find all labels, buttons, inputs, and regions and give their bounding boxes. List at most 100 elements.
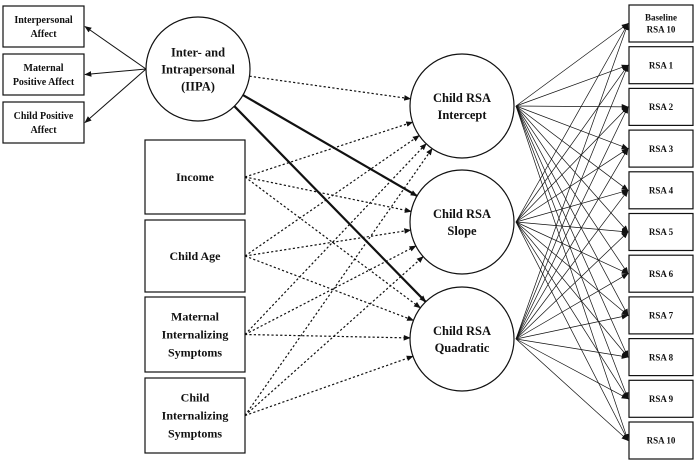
arrow-growth-rsa [515, 148, 629, 223]
indicator-label-line: Maternal [24, 63, 64, 74]
rsa-measure-box: RSA 2 [628, 87, 694, 127]
covariate-label-line: Internalizing [162, 328, 229, 342]
covariate-label-line: Symptoms [168, 427, 222, 441]
rsa-measure-box: RSA 6 [628, 254, 694, 293]
arrow-growth-rsa [515, 221, 629, 316]
dotted-path [244, 148, 433, 416]
rsa-measure-label-line: RSA 2 [649, 102, 674, 112]
rsa-measure-label-line: RSA 10 [647, 25, 676, 35]
arrow-growth-rsa [515, 221, 629, 358]
arrow-growth-rsa [515, 64, 629, 107]
dotted-path [244, 255, 415, 321]
arrow-growth-rsa [515, 105, 629, 358]
arrow-growth-rsa [515, 106, 629, 340]
rsa-measure-label-line: RSA 9 [649, 394, 674, 404]
arrow-growth-rsa [515, 221, 629, 235]
dotted-path [244, 135, 420, 257]
rsa-measure-label-line: RSA 8 [649, 352, 674, 362]
covariate-label-line: Symptoms [168, 346, 222, 360]
arrow-growth-rsa [515, 338, 629, 359]
arrow-growth-rsa [515, 105, 629, 317]
growth-factor-circle: Child RSA Quadratic [409, 286, 515, 392]
arrow-growth-rsa [515, 273, 629, 340]
covariate-box: Income [144, 139, 246, 215]
dotted-path [244, 333, 411, 341]
arrow-growth-rsa [515, 147, 629, 340]
growth-factor-circle: Child RSA Intercept [409, 53, 515, 159]
rsa-measure-box: RSA 1 [628, 46, 694, 85]
rsa-measure-label-line: RSA 6 [649, 269, 674, 279]
covariate-label-line: Child [181, 391, 210, 405]
arrow-growth-rsa [515, 189, 629, 340]
arrow-growth-rsa [515, 221, 629, 442]
arrow-growth-rsa [515, 221, 629, 400]
indicator-label-line: Positive Affect [13, 77, 75, 88]
arrow-growth-rsa [515, 104, 629, 110]
arrow-growth-rsa [515, 313, 629, 340]
latent-factor-label-line: Intrapersonal [161, 62, 235, 76]
arrow-growth-rsa [515, 106, 629, 223]
rsa-measure-label-line: RSA 3 [649, 144, 674, 154]
arrow-growth-rsa [515, 338, 629, 441]
rsa-measure-box: RSA 8 [628, 338, 694, 377]
rsa-measure-box: RSA 10 [628, 421, 694, 460]
rsa-measure-box: RSA 9 [628, 379, 694, 418]
solid-path [242, 94, 418, 197]
covariate-label-line: Child Age [169, 249, 221, 263]
arrow-growth-rsa [515, 105, 629, 275]
arrow-growth-rsa [515, 23, 629, 107]
rsa-measure-box: RSA 4 [628, 171, 694, 210]
solid-path [233, 105, 427, 303]
covariate-label-line: Income [176, 170, 215, 184]
dotted-path [244, 256, 424, 416]
paths-layer [84, 22, 629, 442]
growth-factor-label-line: Intercept [437, 108, 487, 122]
arrow-growth-rsa [515, 105, 629, 233]
arrow-iipa-indicator [84, 68, 147, 123]
covariate-label-line: Internalizing [162, 409, 229, 423]
dotted-path [249, 75, 412, 101]
rsa-measure-box: RSA 3 [628, 129, 694, 168]
growth-factor-label-line: Slope [447, 224, 477, 238]
rsa-measure-label-line: RSA 5 [649, 227, 674, 237]
rsa-measure-label-line: RSA 1 [649, 60, 674, 70]
rsa-measure-box: RSA 5 [628, 212, 694, 252]
arrow-growth-rsa [515, 105, 629, 191]
covariate-box: Child Age [144, 219, 246, 293]
rsa-measure-label-line: RSA 10 [647, 436, 676, 446]
rsa-measure-label-line: RSA 7 [649, 311, 674, 321]
latent-factor-label-line: Inter- and [171, 45, 225, 59]
dotted-path [244, 355, 414, 417]
arrow-growth-rsa [515, 105, 629, 400]
arrow-iipa-indicator [84, 68, 147, 77]
growth-factor-circle: Child RSA Slope [409, 169, 515, 275]
arrow-growth-rsa [515, 64, 629, 223]
dotted-path [244, 228, 412, 257]
arrow-growth-rsa [515, 231, 629, 340]
arrow-growth-rsa [515, 221, 629, 275]
indicator-label-line: Interpersonal [14, 15, 73, 26]
indicator-label-line: Child Positive [14, 111, 74, 122]
growth-factor-label-line: Child RSA [433, 91, 491, 105]
rsa-measure-label-line: Baseline [645, 13, 677, 23]
growth-factor-label-line: Child RSA [433, 207, 491, 221]
arrow-growth-rsa [515, 189, 629, 223]
arrow-growth-rsa [515, 105, 629, 442]
dotted-path [244, 143, 427, 335]
arrow-growth-rsa [515, 64, 629, 340]
dotted-path [244, 176, 412, 213]
growth-factor-label-line: Child RSA [433, 324, 491, 338]
dotted-path [244, 121, 414, 178]
covariate-label-line: Maternal [171, 310, 220, 324]
latent-factor-label-line: (IIPA) [181, 79, 215, 93]
rsa-measure-box: RSA 7 [628, 296, 694, 335]
growth-factor-label-line: Quadratic [435, 341, 490, 355]
